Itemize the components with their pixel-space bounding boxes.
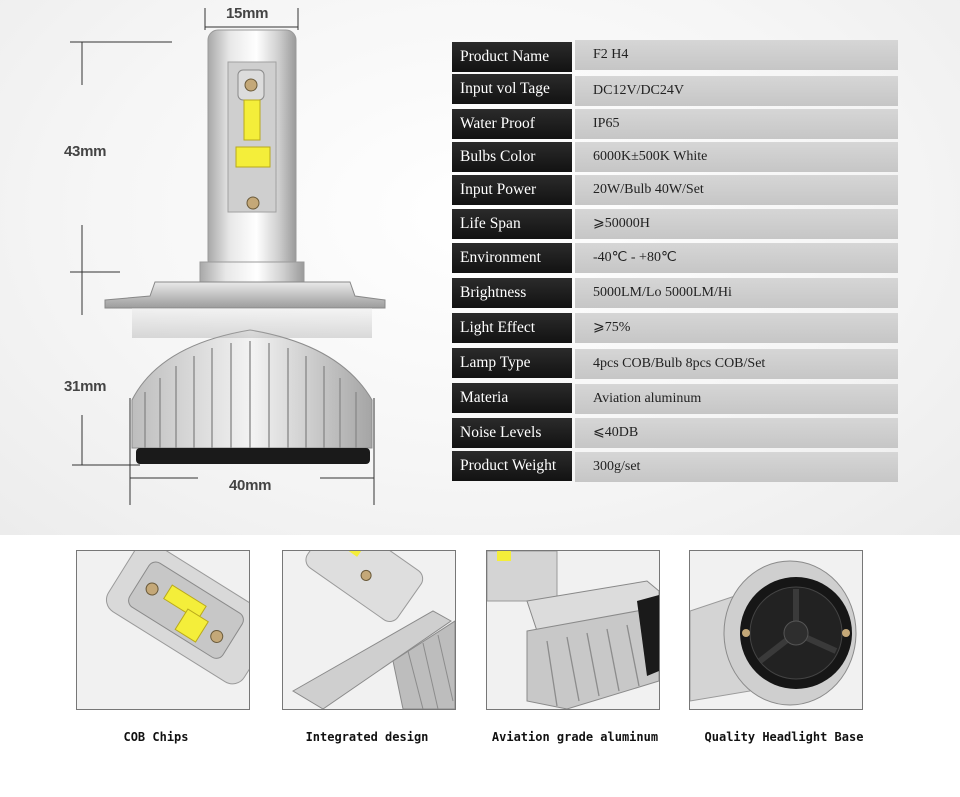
bulb-illustration: [70, 8, 386, 505]
spec-value: 5000LM/Lo 5000LM/Hi: [575, 278, 898, 308]
spec-value: ⩾50000H: [575, 209, 898, 239]
caption-integrated-design: Integrated design: [305, 730, 429, 744]
cob-chip-upper: [243, 99, 261, 141]
dimension-lines: [70, 8, 375, 505]
spec-label: Brightness: [452, 278, 572, 308]
caption-aviation-aluminum: Aviation grade aluminum: [491, 730, 659, 744]
caption-cob-chips: COB Chips: [123, 730, 189, 744]
spec-value: ⩾75%: [575, 313, 898, 343]
feature-image-cob-chips: [76, 550, 250, 710]
spec-label: Lamp Type: [452, 348, 572, 378]
spec-value: 6000K±500K White: [575, 142, 898, 172]
spec-value: 20W/Bulb 40W/Set: [575, 175, 898, 205]
spec-label: Environment: [452, 243, 572, 273]
spec-value: 4pcs COB/Bulb 8pcs COB/Set: [575, 349, 898, 379]
spec-label: Product Name: [452, 42, 572, 72]
feature-image-aviation-aluminum: [486, 550, 660, 710]
spec-label: Noise Levels: [452, 418, 572, 448]
dimension-height-upper: 43mm: [64, 143, 107, 160]
spec-label: Product Weight: [452, 451, 572, 481]
spec-label: Life Span: [452, 209, 572, 239]
spec-label: Light Effect: [452, 313, 572, 343]
caption-headlight-base: Quality Headlight Base: [704, 730, 864, 744]
spec-value: DC12V/DC24V: [575, 76, 898, 106]
feature-image-integrated-design: [282, 550, 456, 710]
spec-label: Materia: [452, 383, 572, 413]
dimension-width-base: 40mm: [229, 477, 272, 494]
cob-chip-lower: [235, 146, 271, 168]
spec-value: IP65: [575, 109, 898, 139]
spec-value: -40℃ - +80℃: [575, 243, 898, 273]
spec-label: Bulbs Color: [452, 142, 572, 172]
spec-label: Water Proof: [452, 109, 572, 139]
dimension-height-lower: 31mm: [64, 378, 107, 395]
spec-label: Input Power: [452, 175, 572, 205]
spec-value: Aviation aluminum: [575, 384, 898, 414]
spec-value: ⩽40DB: [575, 418, 898, 448]
heat-sink: [131, 329, 373, 449]
dimension-width-top: 15mm: [226, 5, 269, 22]
bulb-flange: [104, 281, 386, 309]
spec-value: 300g/set: [575, 452, 898, 482]
heat-sink-fins: [144, 341, 357, 448]
spec-value: F2 H4: [575, 40, 898, 70]
feature-image-headlight-base: [689, 550, 863, 710]
fan-base: [136, 448, 370, 464]
spec-label: Input vol Tage: [452, 74, 572, 104]
